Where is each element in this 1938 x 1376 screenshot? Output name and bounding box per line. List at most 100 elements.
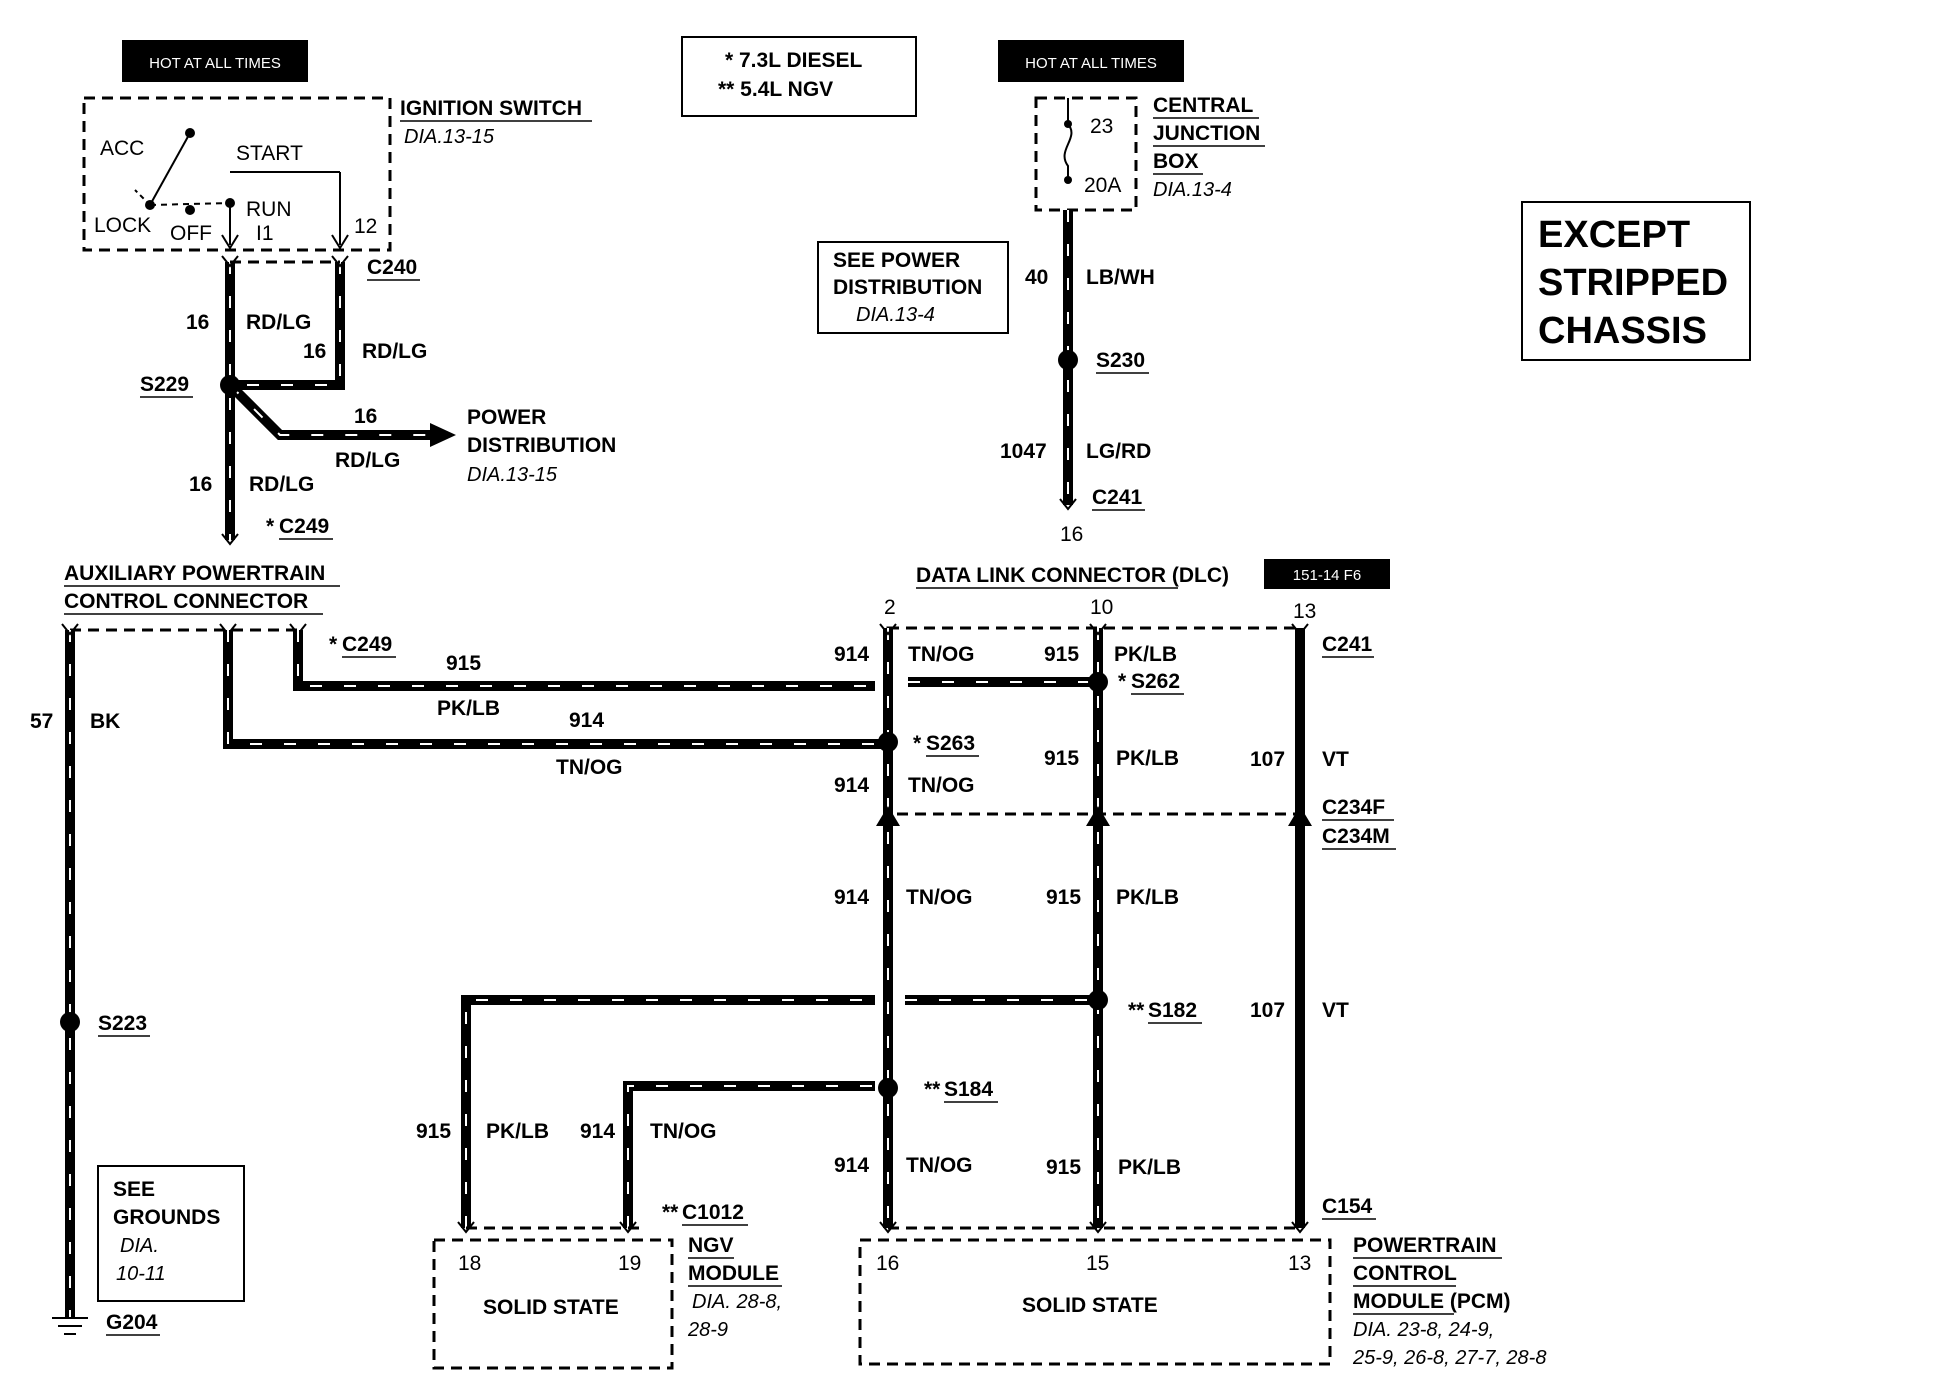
wire-1047: 1047 [1000, 440, 1047, 463]
pcm-pin16: 16 [876, 1252, 899, 1275]
engine-note-box [681, 36, 917, 117]
wire-pklb-ngv: PK/LB [486, 1120, 549, 1143]
wire-vt-b: VT [1322, 999, 1349, 1022]
c1012-label: C1012 [682, 1201, 744, 1224]
except-stripped-box [1521, 201, 1751, 361]
power-dist-line1: POWER [467, 406, 546, 429]
wire-pklb-mid: PK/LB [1116, 886, 1179, 909]
wire-lgrd: LG/RD [1086, 440, 1151, 463]
dlc-pin13: 13 [1293, 600, 1316, 623]
wire-tnog-mid: TN/OG [906, 886, 973, 909]
wire-40: 40 [1025, 266, 1048, 289]
see-grounds-line4: 10-11 [116, 1263, 166, 1285]
cjb-line2: JUNCTION [1153, 122, 1260, 145]
s263-splice [878, 732, 898, 752]
s184-splice [878, 1078, 898, 1098]
pcm-dia1: DIA. 23-8, 24-9, [1353, 1319, 1494, 1341]
star-c1012: ** [662, 1201, 679, 1224]
s184-label: S184 [944, 1078, 993, 1101]
pcm-dia2: 25-9, 26-8, 27-7, 28-8 [1352, 1347, 1546, 1369]
wire-107-b: 107 [1250, 999, 1285, 1022]
dlc-code: 151-14 F6 [1293, 567, 1361, 584]
dlc-wires [457, 623, 1312, 1234]
c154-label: C154 [1322, 1195, 1373, 1218]
off-label: OFF [170, 222, 212, 245]
dlc-code-tag [1264, 559, 1390, 589]
see-grounds-line2: GROUNDS [113, 1206, 220, 1229]
wire-914-ngv: 914 [580, 1120, 615, 1143]
wire-16-c: 16 [354, 405, 377, 428]
pcm-pin15: 15 [1086, 1252, 1109, 1275]
ignition-wires [220, 255, 456, 546]
ngv-line1: NGV [688, 1234, 734, 1257]
i1-label: I1 [256, 222, 274, 245]
s229-splice [220, 375, 240, 395]
lock-label: LOCK [94, 214, 151, 237]
ngv-dia1: DIA. 28-8, [692, 1291, 782, 1313]
see-grounds-box [97, 1165, 245, 1302]
see-grounds-line1: SEE [113, 1178, 155, 1201]
wire-vt-a: VT [1322, 748, 1349, 771]
ignition-switch-dia: DIA.13-15 [404, 126, 495, 148]
aux-line2: CONTROL CONNECTOR [64, 590, 308, 613]
note-diesel: * 7.3L DIESEL [725, 49, 863, 72]
wire-107-a: 107 [1250, 748, 1285, 771]
dlc-pin10: 10 [1090, 596, 1113, 619]
s182-label: S182 [1148, 999, 1197, 1022]
wire-57: 57 [30, 710, 53, 733]
c249a-label: C249 [279, 515, 329, 538]
run-label: RUN [246, 198, 292, 221]
wire-914-dlc2: 914 [834, 774, 869, 797]
hot-tag-right-text: HOT AT ALL TIMES [1025, 55, 1157, 72]
pcm-line2: CONTROL [1353, 1262, 1457, 1285]
s229-label: S229 [140, 373, 189, 396]
s223-label: S223 [98, 1012, 147, 1035]
wire-pklb-pcm: PK/LB [1118, 1156, 1181, 1179]
g204-label: G204 [106, 1311, 158, 1334]
wire-lbwh: LB/WH [1086, 266, 1155, 289]
wire-915-pcm: 915 [1046, 1156, 1081, 1179]
wire-tnog-dlc1: TN/OG [908, 643, 975, 666]
wire-pklb-top: PK/LB [437, 697, 500, 720]
fuse-23 [1063, 98, 1073, 184]
star-c249b: * [329, 633, 338, 656]
wire-915-dlc1: 915 [1044, 643, 1079, 666]
c234f-label: C234F [1322, 796, 1385, 819]
see-grounds-line3: DIA. [120, 1235, 159, 1257]
wire-tnog-dlc2: TN/OG [908, 774, 975, 797]
fuse-number: 23 [1090, 115, 1113, 138]
ngv-module-box [432, 1238, 674, 1370]
c241a-label: C241 [1092, 486, 1143, 509]
see-power-box [817, 241, 1009, 334]
star-s263: * [913, 732, 922, 755]
wire-tnog-ngv: TN/OG [650, 1120, 717, 1143]
c234m-label: C234M [1322, 825, 1390, 848]
except-line1: EXCEPT [1538, 214, 1690, 256]
c240-label: C240 [367, 256, 417, 279]
dlc-pin2: 2 [884, 596, 896, 619]
cjb-box [1034, 96, 1138, 212]
note-ngv: ** 5.4L NGV [718, 78, 833, 101]
wire-915-dlc2: 915 [1044, 747, 1079, 770]
s182-splice [1088, 990, 1108, 1010]
wire-915-top: 915 [446, 652, 481, 675]
ngv-pin19: 19 [618, 1252, 641, 1275]
dlc-pin16: 16 [1060, 523, 1083, 546]
wire-914-pcm: 914 [834, 1154, 869, 1177]
star-c249a: * [266, 515, 275, 538]
aux-wires [52, 623, 893, 1335]
cjb-line3: BOX [1153, 150, 1199, 173]
power-dist-line2: DISTRIBUTION [467, 434, 616, 457]
cjb-line1: CENTRAL [1153, 94, 1253, 117]
ngv-pin18: 18 [458, 1252, 481, 1275]
ignition-switch-title: IGNITION SWITCH [400, 97, 582, 120]
except-line3: CHASSIS [1538, 310, 1707, 352]
wire-rdlg-a: RD/LG [246, 311, 311, 334]
star-s182: ** [1128, 999, 1145, 1022]
ngv-dia2: 28-9 [687, 1319, 728, 1341]
wire-16-b: 16 [303, 340, 326, 363]
c241b-label: C241 [1322, 633, 1373, 656]
ngv-line2: MODULE [688, 1262, 779, 1285]
star-s184: ** [924, 1078, 941, 1101]
